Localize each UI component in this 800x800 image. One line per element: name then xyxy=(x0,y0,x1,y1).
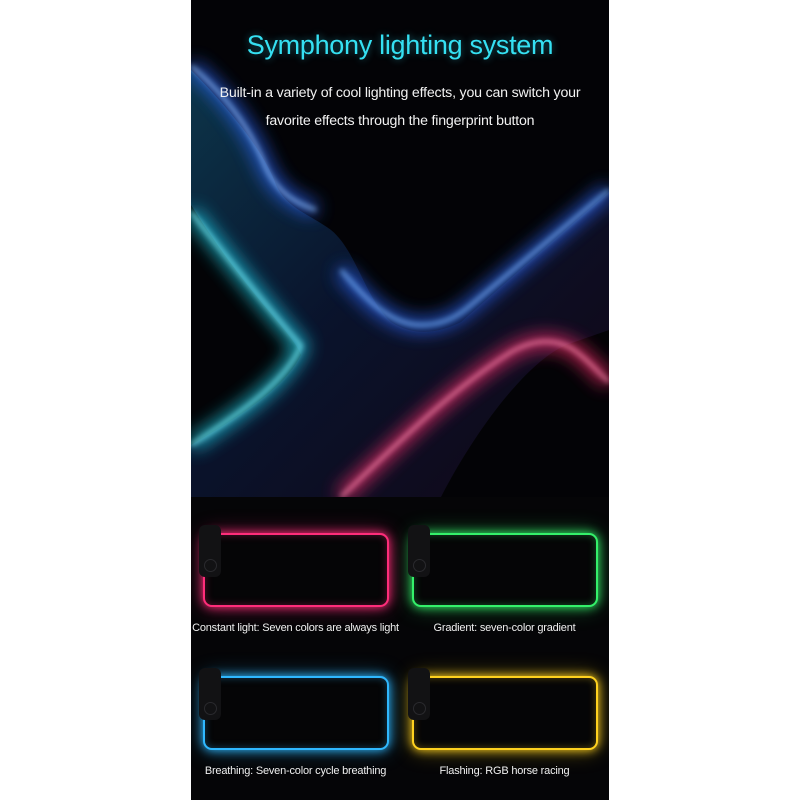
mode-caption: Breathing: Seven-color cycle breathing xyxy=(204,765,387,777)
mode-pad-preview xyxy=(203,533,389,607)
page-subtitle: Built-in a variety of cool lighting effe… xyxy=(205,79,595,135)
light-stripes-graphic xyxy=(191,61,609,497)
mode-breathing: Breathing: Seven-color cycle breathing xyxy=(191,640,400,780)
mode-gradient: Gradient: seven-color gradient xyxy=(400,497,609,637)
cyan-glow-core xyxy=(191,211,303,447)
fingerprint-button-icon xyxy=(408,668,430,720)
page-title: Symphony lighting system xyxy=(246,30,554,60)
fingerprint-button-icon xyxy=(408,525,430,577)
blue-glow-diagonal-core xyxy=(339,188,609,327)
mode-caption: Constant light: Seven colors are always … xyxy=(192,622,399,634)
subtitle-line-1: Built-in a variety of cool lighting effe… xyxy=(219,85,581,101)
lighting-modes-grid: Constant light: Seven colors are always … xyxy=(191,497,609,800)
mode-pad-preview xyxy=(412,533,598,607)
subtitle-line-2: favorite effects through the fingerprint… xyxy=(265,113,535,129)
magenta-glow-core xyxy=(339,340,609,497)
hero-section: Symphony lighting system Built-in a vari… xyxy=(191,0,609,497)
product-image: Symphony lighting system Built-in a vari… xyxy=(191,0,609,800)
blue-glow-core xyxy=(191,64,317,212)
mode-flashing: Flashing: RGB horse racing xyxy=(400,640,609,780)
mode-constant-light: Constant light: Seven colors are always … xyxy=(191,497,400,637)
fingerprint-button-icon xyxy=(199,525,221,577)
mode-pad-preview xyxy=(412,676,598,750)
mode-pad-preview xyxy=(203,676,389,750)
mousepad-surface xyxy=(191,70,609,497)
fingerprint-button-icon xyxy=(199,668,221,720)
mode-caption: Gradient: seven-color gradient xyxy=(433,622,576,634)
mode-caption: Flashing: RGB horse racing xyxy=(439,765,570,777)
